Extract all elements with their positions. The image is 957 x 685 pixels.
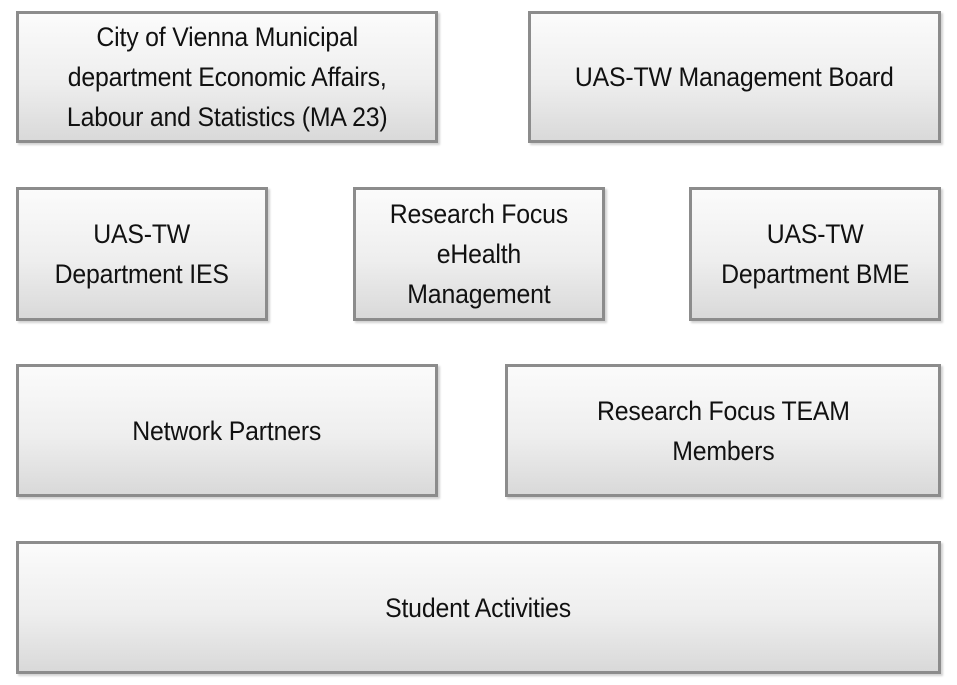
box-research-focus-ehealth-line3: Management (407, 279, 551, 309)
box-department-ies-line1: UAS-TW (93, 219, 191, 249)
box-ma23-line2: department Economic Affairs, (67, 62, 387, 92)
box-student-activities-label: Student Activities (385, 592, 572, 623)
box-ma23-line3: Labour and Statistics (MA 23) (66, 102, 388, 132)
box-team-members-line1: Research Focus TEAM (596, 395, 850, 426)
box-network-partners-label: Network Partners (132, 415, 322, 446)
box-network-partners: Network Partners (16, 364, 438, 497)
box-ma23: City of Vienna Municipal department Econ… (16, 11, 438, 143)
box-department-bme-line1: UAS-TW (766, 219, 864, 249)
box-department-bme: UAS-TW Department BME (689, 187, 941, 321)
box-research-focus-ehealth: Research Focus eHealth Management (353, 187, 605, 321)
box-ma23-line1: City of Vienna Municipal (96, 22, 358, 52)
box-research-focus-ehealth-line2: eHealth (436, 239, 522, 269)
box-research-focus-ehealth-line1: Research Focus (389, 199, 569, 229)
box-department-bme-line2: Department BME (721, 259, 909, 289)
box-team-members-line2: Members (671, 435, 775, 466)
box-management-board: UAS-TW Management Board (528, 11, 941, 143)
box-management-board-label: UAS-TW Management Board (575, 62, 894, 92)
box-team-members: Research Focus TEAM Members (505, 364, 941, 497)
box-student-activities: Student Activities (16, 541, 941, 674)
box-department-ies-line2: Department IES (54, 259, 230, 289)
box-department-ies: UAS-TW Department IES (16, 187, 268, 321)
